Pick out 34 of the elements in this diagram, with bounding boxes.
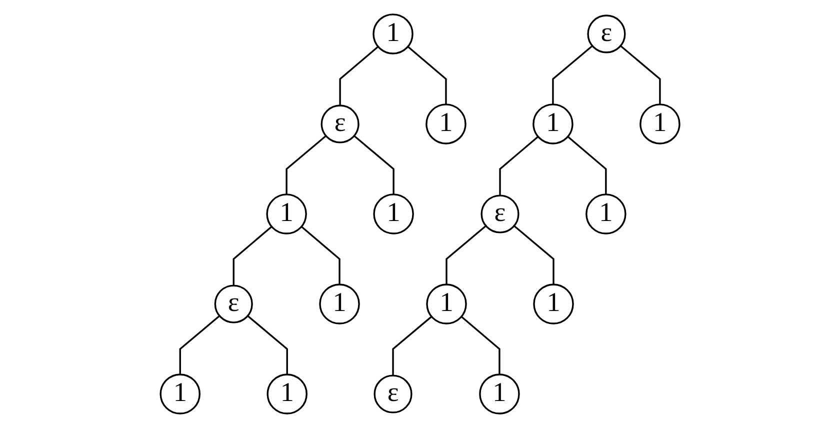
connector (354, 135, 394, 194)
node-circle: ε (374, 374, 412, 414)
connector (286, 135, 326, 194)
connector (552, 45, 593, 104)
connector (232, 226, 272, 286)
node-circle: 1 (372, 14, 414, 54)
connector (499, 136, 539, 196)
connector (514, 225, 554, 284)
node-circle: 1 (479, 374, 520, 414)
node-circle: 1 (160, 374, 200, 414)
connector (392, 316, 432, 376)
node-circle: ε (214, 284, 253, 324)
node-circle: 1 (266, 194, 307, 234)
connector (620, 45, 661, 104)
connector (247, 315, 288, 374)
node-circle: 1 (640, 104, 680, 144)
connector (300, 226, 340, 284)
connector (339, 46, 379, 106)
node-circle: 1 (426, 284, 467, 324)
node-circle: 1 (426, 104, 466, 144)
node-circle: 1 (586, 194, 626, 234)
connector (446, 225, 486, 284)
node-circle: 1 (532, 104, 574, 144)
node-circle: ε (587, 14, 626, 54)
node-circle: ε (320, 104, 360, 144)
node-circle: 1 (319, 284, 360, 324)
connector (407, 46, 447, 104)
node-circle: 1 (373, 194, 414, 234)
node-circle: 1 (266, 374, 308, 414)
connector (179, 315, 220, 374)
connector (460, 316, 500, 374)
connector (567, 136, 607, 194)
node-circle: ε (480, 194, 520, 234)
node-circle: 1 (533, 284, 574, 324)
